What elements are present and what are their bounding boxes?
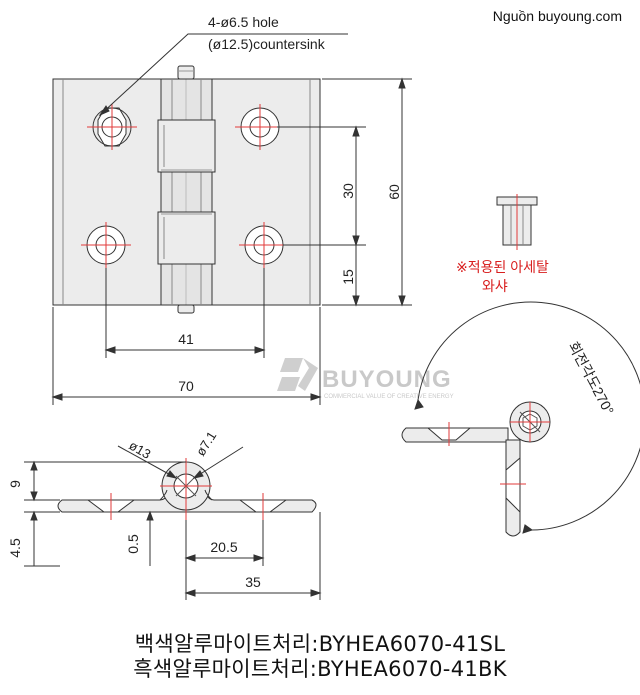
watermark-tagline: COMMERCIAL VALUE OF CREATIVE ENERGY	[324, 394, 454, 400]
model-black-anodized: 흑색알루마이트처리:BYHEA6070-41BK	[133, 657, 507, 681]
dim-pin-diameter: ø7.1	[193, 429, 220, 459]
hole-label-line1: 4-ø6.5 hole	[208, 14, 279, 30]
dim-half-width: 35	[245, 574, 261, 590]
source-note: Nguồn buyoung.com	[492, 8, 622, 24]
side-center-marks	[110, 458, 264, 520]
pin-bottom	[177, 304, 195, 314]
front-view	[52, 65, 321, 314]
dim-hole-span: 41	[178, 331, 194, 347]
pin-top	[177, 65, 195, 80]
dim-hole-pitch: 30	[340, 183, 356, 199]
dim-total-width: 70	[178, 378, 194, 394]
knuckle-segment	[157, 119, 216, 173]
dim-knuckle-outer: ø13	[127, 438, 154, 462]
hole-label-line2: (ø12.5)countersink	[208, 36, 326, 52]
washer-note-line1: ※적용된 아세탈	[456, 259, 549, 275]
dim-total-height: 60	[386, 184, 402, 200]
dim-hole-offset: 20.5	[210, 539, 237, 555]
knuckle-segment	[157, 211, 216, 265]
dim-edge-to-hole: 15	[340, 269, 356, 285]
front-dimensions	[51, 77, 412, 405]
side-view	[57, 461, 317, 513]
side-dimensions	[24, 445, 322, 600]
buyoung-logo	[277, 358, 318, 391]
acetal-washer	[496, 194, 538, 250]
rotation-label: 회전각도270°	[565, 339, 617, 418]
rotation-center-marks	[448, 402, 550, 485]
rotation-arc	[417, 301, 640, 531]
hole-leader	[98, 33, 348, 117]
dim-overall-thickness: 4.5	[7, 538, 23, 558]
center-marks	[81, 104, 289, 268]
watermark-brand: BUYOUNG	[322, 366, 452, 393]
dim-leaf-thickness: 9	[7, 480, 23, 488]
rotation-view	[401, 301, 640, 537]
dim-plate-step: 0.5	[125, 534, 141, 554]
model-white-anodized: 백색알루마이트처리:BYHEA6070-41SL	[134, 632, 506, 656]
washer-note-line2: 와샤	[482, 278, 508, 294]
